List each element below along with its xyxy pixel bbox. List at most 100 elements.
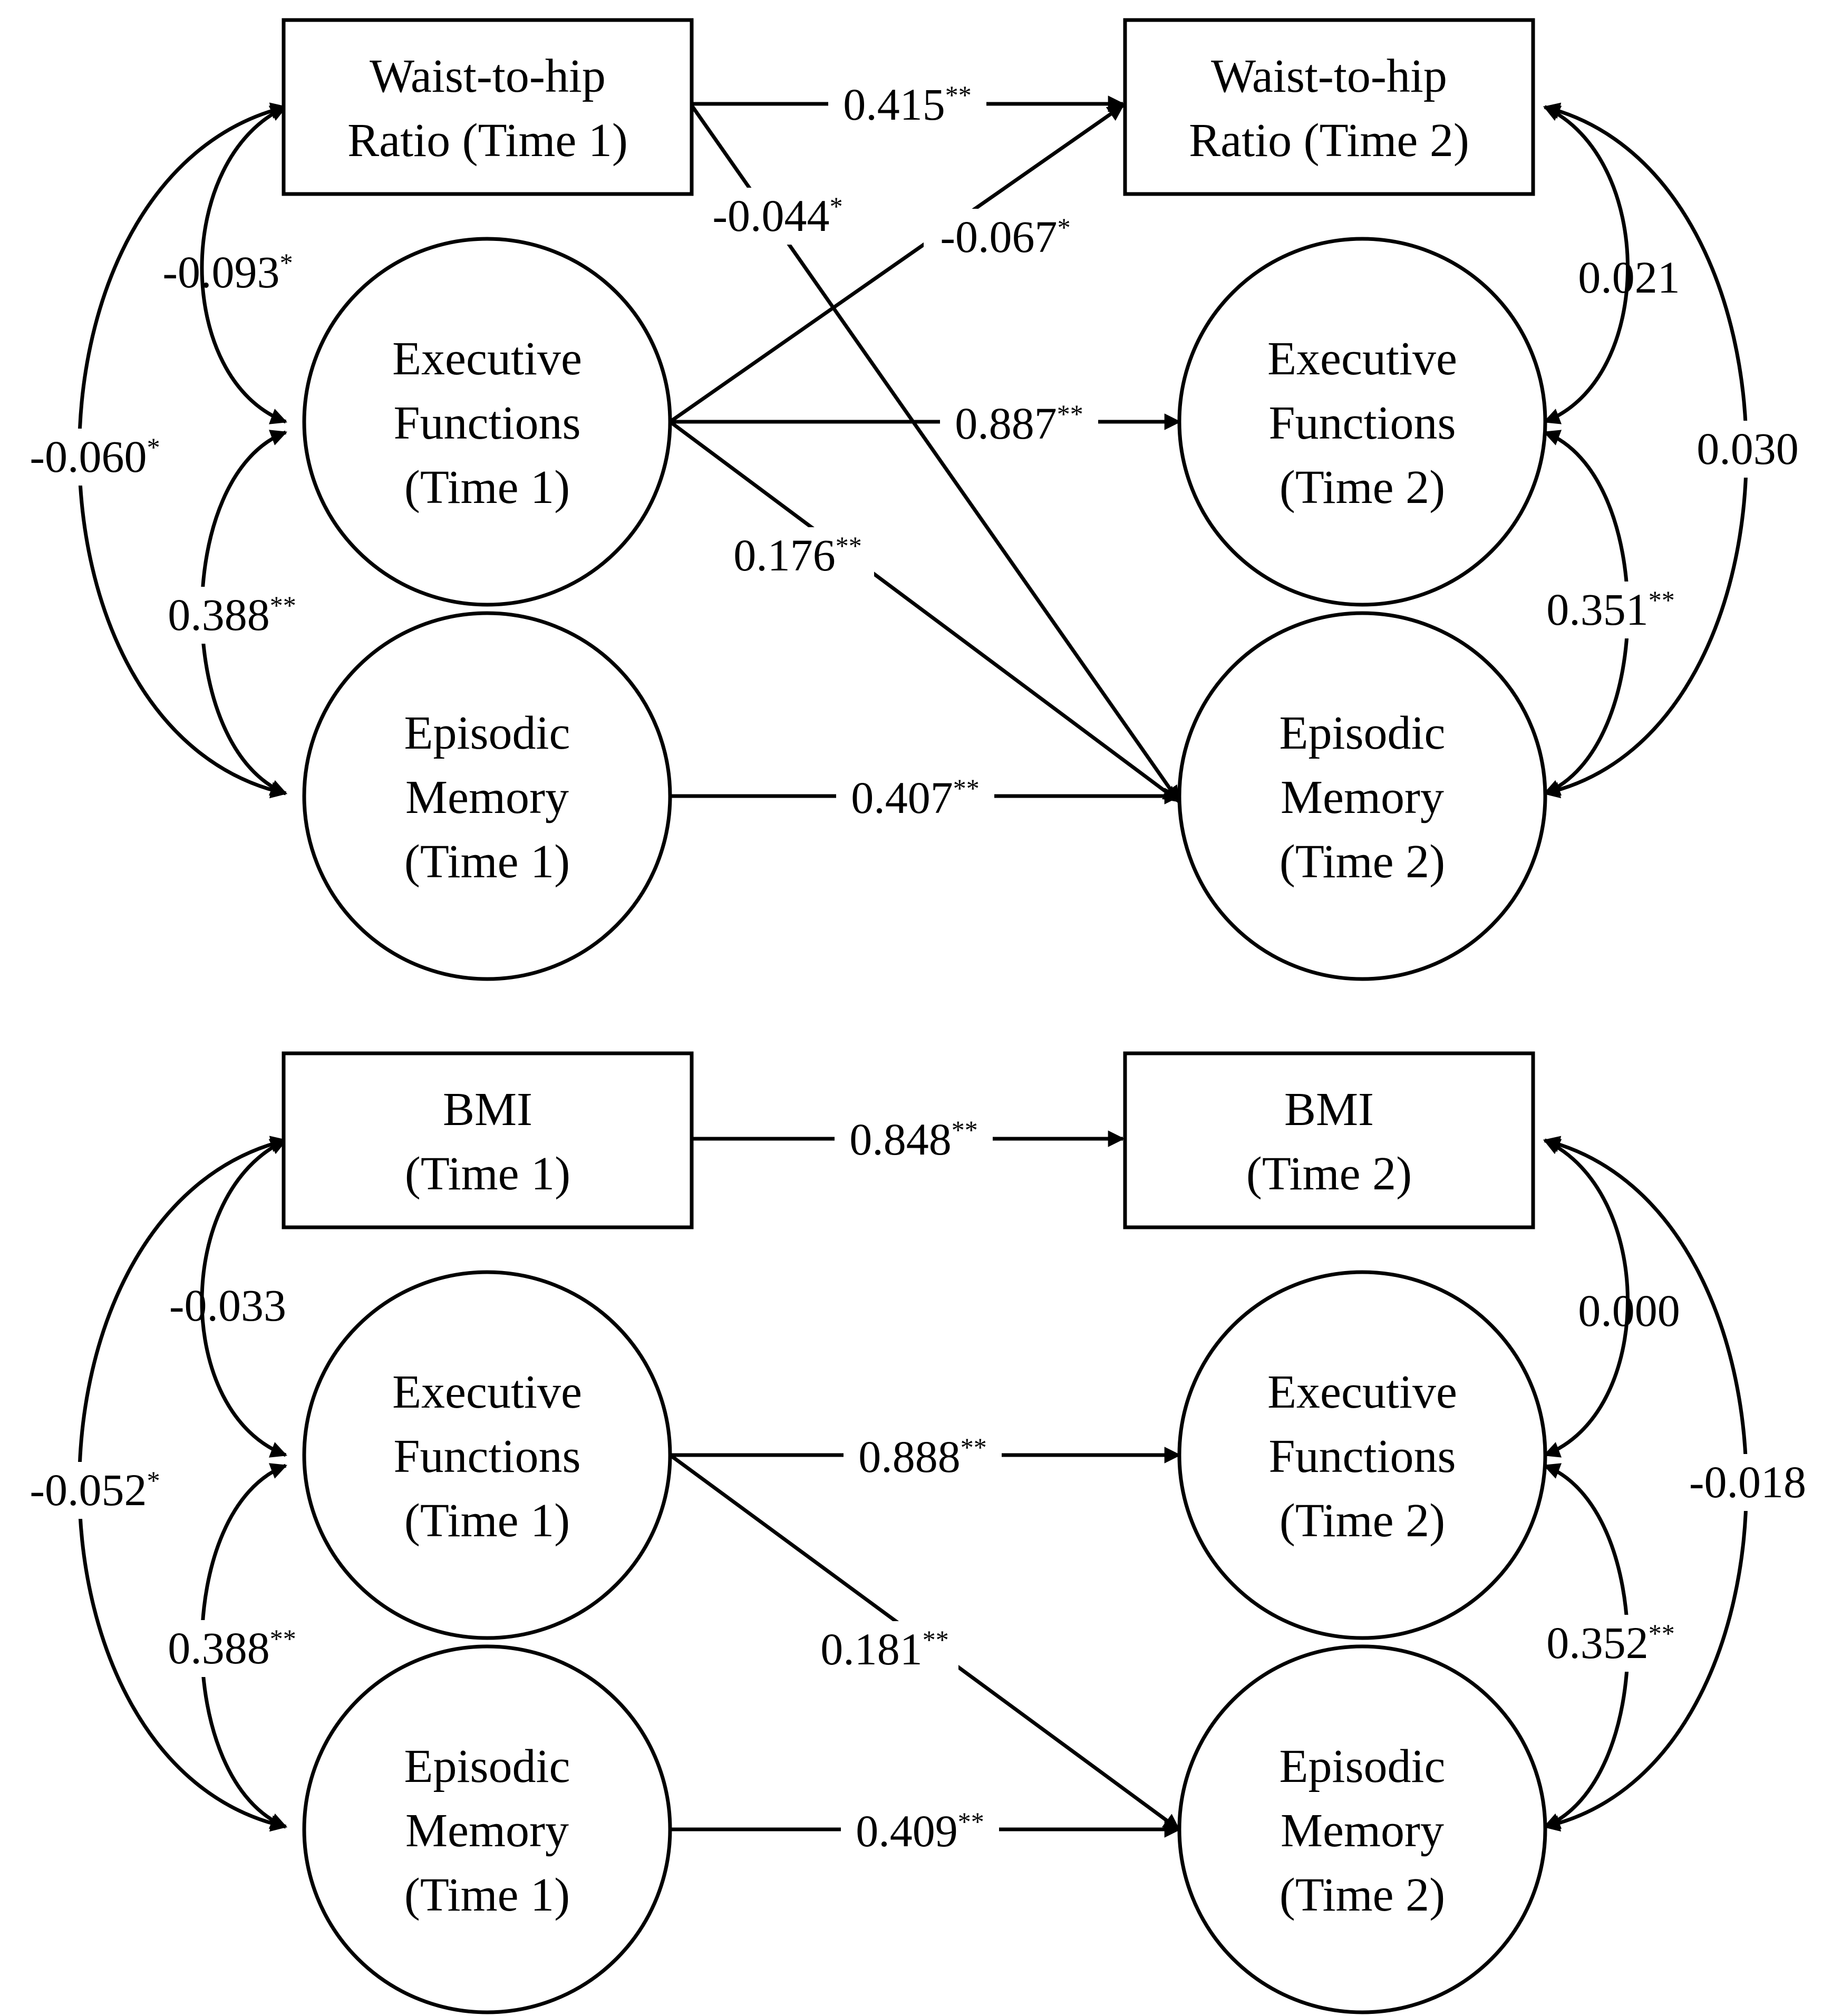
whr-correlation-coefficient-ef1-em1-mask xyxy=(156,587,308,644)
whr-node-em2-circle xyxy=(1177,611,1547,981)
bmi-node-ef1-label-line: (Time 1) xyxy=(404,1495,570,1547)
bmi-path-coefficient-ef1-to-em2-significance: ** xyxy=(923,1625,949,1654)
whr-node-ef2-label-line: Functions xyxy=(1268,397,1456,449)
bmi-correlation-coefficient-ef2-em2-value: 0.352 xyxy=(1546,1617,1649,1668)
bmi-node-ef2-label-line: Functions xyxy=(1268,1430,1456,1482)
bmi-correlation-coefficient-m2-em2-value: -0.018 xyxy=(1689,1457,1806,1507)
whr-correlation-m1-ef1 xyxy=(200,105,287,424)
whr-path-coefficient-em1-to-em2: 0.407** xyxy=(836,770,994,827)
whr-node-ef2-label-line: Executive xyxy=(1267,333,1457,385)
whr-correlation-coefficient-m2-em2-value: 0.030 xyxy=(1697,423,1799,474)
bmi-node-m1: BMI (Time 1) xyxy=(282,1051,694,1229)
bmi-path-coefficient-m1-to-m2-significance: ** xyxy=(952,1115,978,1145)
whr-correlation-coefficient-ef2-em2: 0.351** xyxy=(1534,581,1687,638)
bmi-node-m2-label-line: (Time 2) xyxy=(1246,1148,1412,1200)
bmi-node-ef1-circle xyxy=(302,1270,672,1640)
bmi-node-m2-box xyxy=(1123,1051,1535,1229)
bmi-correlation-coefficient-m2-ef2: 0.000 xyxy=(1578,1285,1680,1336)
whr-path-coefficient-m1-to-em2-value: -0.044 xyxy=(712,190,829,241)
whr-correlation-coefficient-m1-em1-text: -0.060* xyxy=(30,431,160,482)
whr-correlation-coefficient-m2-ef2-text: 0.021 xyxy=(1578,252,1680,303)
whr-node-ef1-label-line: Executive xyxy=(392,333,582,385)
whr-correlation-coefficient-m1-ef1-significance: * xyxy=(280,248,293,277)
whr-node-m1-label-line: Waist-to-hip xyxy=(370,50,606,102)
whr-node-m2-label-line: Waist-to-hip xyxy=(1211,50,1447,102)
bmi-path-coefficient-ef1-to-ef2-significance: ** xyxy=(961,1432,987,1462)
whr-node-em1-label-line: (Time 1) xyxy=(404,836,570,888)
whr-path-coefficient-ef1-to-ef2-mask xyxy=(940,395,1098,452)
whr-path-coefficient-ef1-to-em2-text: 0.176** xyxy=(733,530,862,580)
whr-path-coefficient-em1-to-em2-significance: ** xyxy=(953,773,980,803)
bmi-path-coefficient-ef1-to-ef2: 0.888** xyxy=(844,1429,1002,1486)
bmi-node-ef2-label-line: Executive xyxy=(1267,1366,1457,1418)
bmi-path-coefficient-m1-to-m2-value: 0.848 xyxy=(849,1114,952,1165)
whr-node-m2-box xyxy=(1123,18,1535,196)
bmi-node-m1-label-line: (Time 1) xyxy=(405,1148,570,1200)
bmi-node-em2-label-line: (Time 2) xyxy=(1280,1869,1445,1921)
whr-path-coefficient-ef1-to-ef2-value: 0.887 xyxy=(955,398,1057,449)
bmi-path-coefficient-ef1-to-ef2-text: 0.888** xyxy=(858,1431,987,1482)
bmi-correlation-coefficient-ef1-em1-significance: ** xyxy=(270,1624,296,1653)
whr-path-coefficient-ef1-to-m2-mask xyxy=(924,209,1087,266)
whr-correlation-coefficient-ef1-em1: 0.388** xyxy=(156,587,308,644)
bmi-node-em2-label-line: Memory xyxy=(1281,1805,1444,1857)
whr-path-coefficient-em1-to-em2-text: 0.407** xyxy=(851,772,980,823)
bmi-node-em1-label-line: Memory xyxy=(405,1805,569,1857)
whr-node-ef1-label-line: (Time 1) xyxy=(404,461,570,513)
whr-path-coefficient-em1-to-em2-mask xyxy=(836,770,994,827)
whr-correlation-coefficient-m2-em2-mask xyxy=(1684,421,1811,478)
bmi-node-m1-label-line: BMI xyxy=(443,1083,532,1136)
bmi-correlation-coefficient-m2-ef2-text: 0.000 xyxy=(1578,1285,1680,1336)
bmi-node-em1-label-line: Episodic xyxy=(404,1740,570,1792)
bmi-correlation-coefficient-ef2-em2-text: 0.352** xyxy=(1546,1617,1675,1668)
whr-correlation-coefficient-m1-em1-mask xyxy=(16,429,174,486)
bmi-correlation-coefficient-ef2-em2-significance: ** xyxy=(1649,1618,1675,1648)
bmi-path-coefficient-ef1-to-ef2-mask xyxy=(844,1429,1002,1486)
bmi-correlation-coefficient-m2-ef2-value: 0.000 xyxy=(1578,1285,1680,1336)
bmi-correlation-coefficient-m2-em2: -0.018 xyxy=(1684,1454,1811,1511)
bmi-path-coefficient-ef1-to-ef2-value: 0.888 xyxy=(858,1431,961,1482)
bmi-correlation-m1-ef1 xyxy=(200,1138,287,1458)
whr-correlation-coefficient-ef1-em1-value: 0.388 xyxy=(168,589,270,640)
whr-node-em2-label-line: (Time 2) xyxy=(1280,836,1445,888)
whr-path-coefficient-m1-to-m2-significance: ** xyxy=(945,80,972,110)
bmi-correlation-m2-ef2 xyxy=(1543,1138,1630,1458)
whr-node-ef2-circle xyxy=(1177,237,1547,607)
whr-path-coefficient-ef1-to-em2-significance: ** xyxy=(836,531,862,560)
whr-path-coefficient-ef1-to-ef2-significance: ** xyxy=(1057,399,1083,429)
bmi-correlation-coefficient-m1-em1-significance: * xyxy=(147,1466,160,1495)
whr-correlation-coefficient-ef2-em2-significance: ** xyxy=(1649,585,1675,615)
whr-path-ef1-to-em2 xyxy=(668,420,1180,803)
whr-correlation-coefficient-ef2-em2-value: 0.351 xyxy=(1546,584,1649,635)
whr-correlation-m2-ef2 xyxy=(1543,105,1630,424)
bmi-node-em2-label-line: Episodic xyxy=(1280,1740,1446,1792)
whr-node-em1-circle xyxy=(302,611,672,981)
whr-path-coefficient-ef1-to-ef2-text: 0.887** xyxy=(955,398,1083,449)
whr-path-coefficient-ef1-to-m2-significance: * xyxy=(1058,212,1071,242)
whr-path-coefficient-ef1-to-ef2: 0.887** xyxy=(940,395,1098,452)
whr-path-coefficient-ef1-to-m2: -0.067* xyxy=(924,209,1087,266)
whr-correlation-coefficient-m2-em2-text: 0.030 xyxy=(1697,423,1799,474)
whr-path-coefficient-em1-to-em2-value: 0.407 xyxy=(851,772,953,823)
whr-path-coefficient-ef1-to-m2-value: -0.067 xyxy=(940,211,1057,262)
bmi-node-ef2-label-line: (Time 2) xyxy=(1280,1495,1445,1547)
whr-path-coefficient-ef1-to-em2: 0.176** xyxy=(721,527,874,584)
bmi-node-em1-circle xyxy=(302,1644,672,2014)
bmi-correlation-coefficient-m1-ef1-text: -0.033 xyxy=(169,1280,286,1331)
bmi-correlation-coefficient-ef1-em1-mask xyxy=(156,1620,308,1677)
bmi-correlation-coefficient-m1-ef1-value: -0.033 xyxy=(169,1280,286,1331)
bmi-path-coefficient-em1-to-em2-significance: ** xyxy=(958,1807,984,1836)
bmi-path-coefficient-ef1-to-em2-text: 0.181** xyxy=(820,1624,949,1674)
bmi-correlation-coefficient-ef1-em1-text: 0.388** xyxy=(168,1623,296,1673)
whr-correlation-coefficient-m1-ef1-text: -0.093* xyxy=(162,247,293,297)
whr-correlation-coefficient-m2-ef2-value: 0.021 xyxy=(1578,252,1680,303)
